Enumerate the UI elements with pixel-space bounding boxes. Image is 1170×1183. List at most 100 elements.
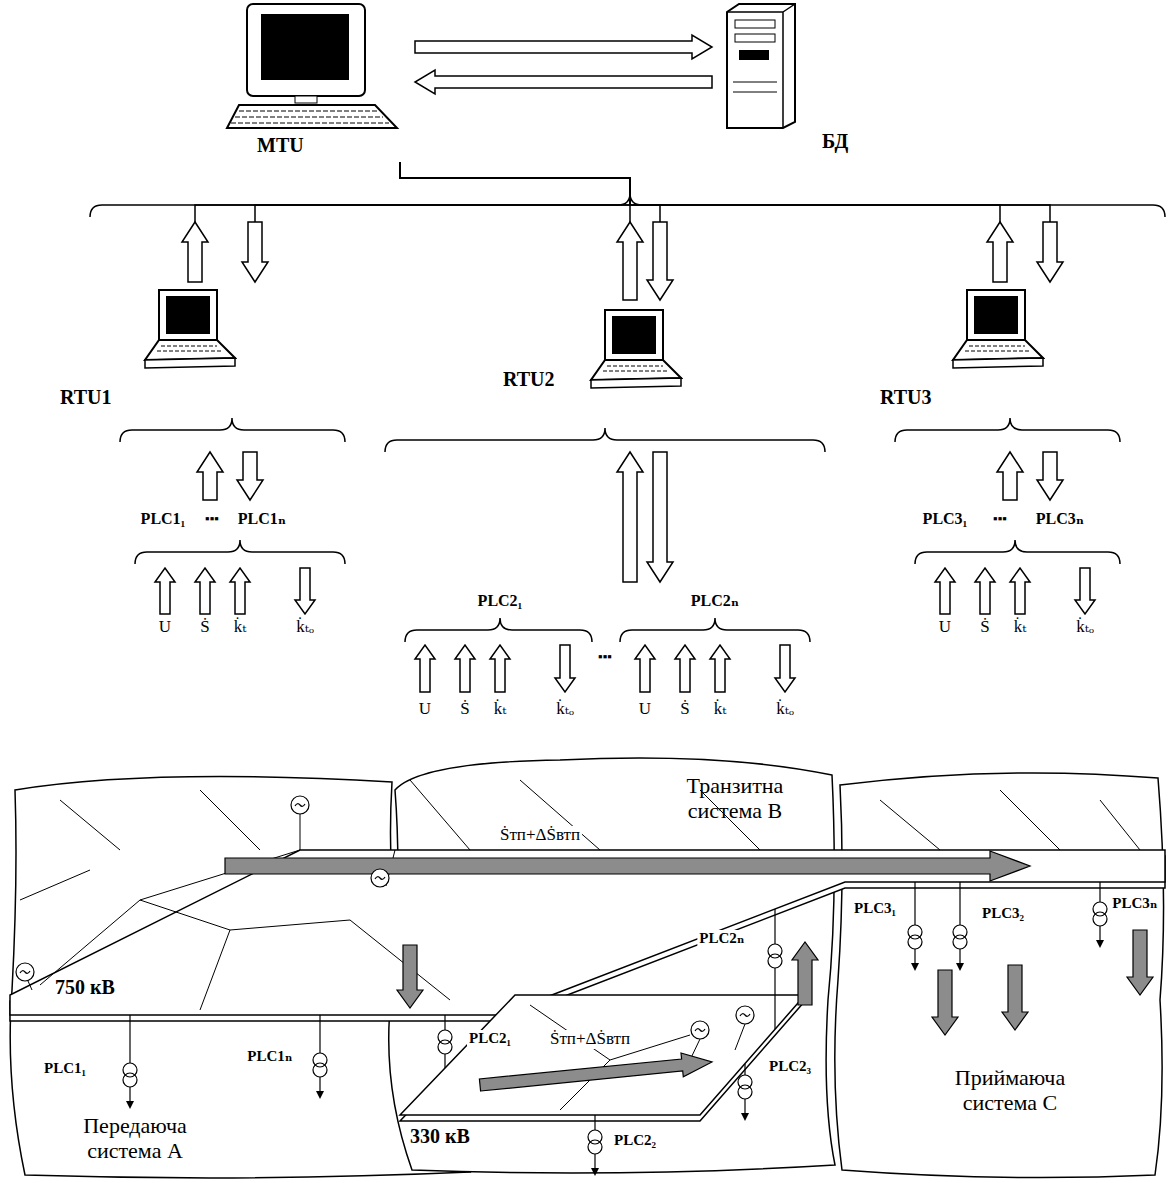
link-arrow (415, 35, 712, 59)
map-label: 750 кВ (53, 976, 117, 998)
polygon-shape (145, 358, 235, 368)
data-arrow (237, 452, 263, 500)
power-flow-arrow (1127, 930, 1153, 995)
signal-label: Ṡ (198, 618, 211, 637)
plc-label: PLC2ₙ (697, 930, 746, 947)
generator-symbol (291, 796, 309, 814)
path-shape (880, 790, 1140, 850)
hollow-arrow (987, 222, 1013, 282)
device-name: БД (822, 130, 848, 153)
transformer-winding (438, 1040, 452, 1054)
curly-brace (120, 418, 345, 442)
bus-line (400, 162, 1050, 222)
feeder-line (774, 909, 775, 944)
rect-shape (735, 34, 775, 42)
data-arrow (1037, 452, 1063, 500)
device-name: RTU2 (503, 368, 555, 391)
generator-tilde (695, 1029, 705, 1032)
transformer-winding (313, 1063, 327, 1077)
device-name: RTU3 (880, 386, 932, 409)
generator-symbol (736, 1006, 754, 1024)
data-arrow (617, 452, 643, 582)
laptop-icon (583, 308, 683, 393)
signal-arrow (975, 568, 995, 614)
data-arrow (197, 452, 223, 500)
transformer-winding (588, 1140, 602, 1154)
device-node: RTU3 (875, 282, 1100, 417)
map-label: 330 кВ (408, 1125, 472, 1147)
path-shape (965, 346, 1031, 351)
power-flow-arrow (792, 942, 818, 1005)
load-line (319, 1077, 320, 1093)
feeder-line (959, 882, 960, 925)
load-arrow (1096, 940, 1104, 948)
link-arrow (400, 162, 643, 300)
map-label: Ṡтп+ΔṠвтп (498, 826, 582, 845)
link-arrow (400, 162, 673, 300)
path-shape (410, 780, 760, 850)
device-name: RTU1 (60, 386, 112, 409)
polygon-shape (967, 290, 1025, 340)
signal-label: k̇ₜₒ (554, 700, 576, 719)
curly-brace (385, 428, 825, 452)
transformer-winding (768, 954, 782, 968)
polygon-shape (727, 4, 795, 128)
signal-arrow (195, 568, 215, 614)
device-node: БД (712, 2, 882, 162)
feeder-line (319, 1015, 320, 1053)
curly-brace (895, 418, 1120, 442)
load-arrow (741, 1113, 749, 1121)
signal-arrow (155, 568, 175, 614)
feeder-line (774, 968, 775, 1029)
region-name: Приймаюча система С (925, 1065, 1095, 1116)
signal-label: Ṡ (978, 618, 991, 637)
link-arrow (182, 162, 630, 282)
generator-tilde (20, 971, 30, 974)
load-arrow (911, 963, 919, 971)
bus-line (400, 162, 660, 222)
rect-shape (247, 4, 365, 96)
hollow-arrow (415, 70, 712, 94)
rect-shape (974, 296, 1018, 334)
plc-label: ▪▪▪ (203, 512, 221, 526)
data-arrow (647, 452, 673, 582)
signal-arrow (1075, 568, 1095, 614)
feeder-line (914, 882, 915, 925)
signal-label: k̇ₜ (492, 700, 509, 719)
link-arrow (415, 70, 712, 94)
plc-label: PLC2₃ (767, 1058, 813, 1075)
plc-label: PLC2₂ (612, 1132, 658, 1149)
power-map (10, 780, 1165, 1176)
path-shape (231, 111, 389, 123)
path-shape (603, 366, 669, 371)
polygon-shape (605, 310, 663, 360)
signal-label: U (637, 700, 653, 719)
generator-tilde (740, 1014, 750, 1017)
hollow-arrow (647, 222, 673, 300)
signal-arrow (455, 645, 475, 692)
rect-shape (166, 296, 210, 334)
plc-label: PLC2₁ (467, 1030, 513, 1047)
feeder-line (444, 1015, 445, 1030)
polygon-shape (227, 105, 397, 128)
server-icon (717, 2, 802, 130)
signal-label: U (937, 618, 953, 637)
bus-line (400, 162, 1000, 222)
load-line (744, 1099, 745, 1115)
device-node: RTU1 (55, 282, 280, 417)
plc-label: PLC1₁ (139, 510, 188, 528)
link-arrow (400, 162, 1013, 282)
path-shape (733, 82, 777, 92)
generator-symbol (371, 869, 389, 887)
path-shape (20, 790, 260, 900)
curly-brace (915, 540, 1120, 564)
curly-brace (405, 618, 592, 642)
polygon-shape (145, 340, 235, 360)
plane-330 (400, 995, 805, 1115)
signal-arrow (675, 645, 695, 692)
signal-arrow (415, 645, 435, 692)
plc-label: PLC3ₙ (1034, 510, 1086, 528)
bus-line (255, 162, 630, 222)
